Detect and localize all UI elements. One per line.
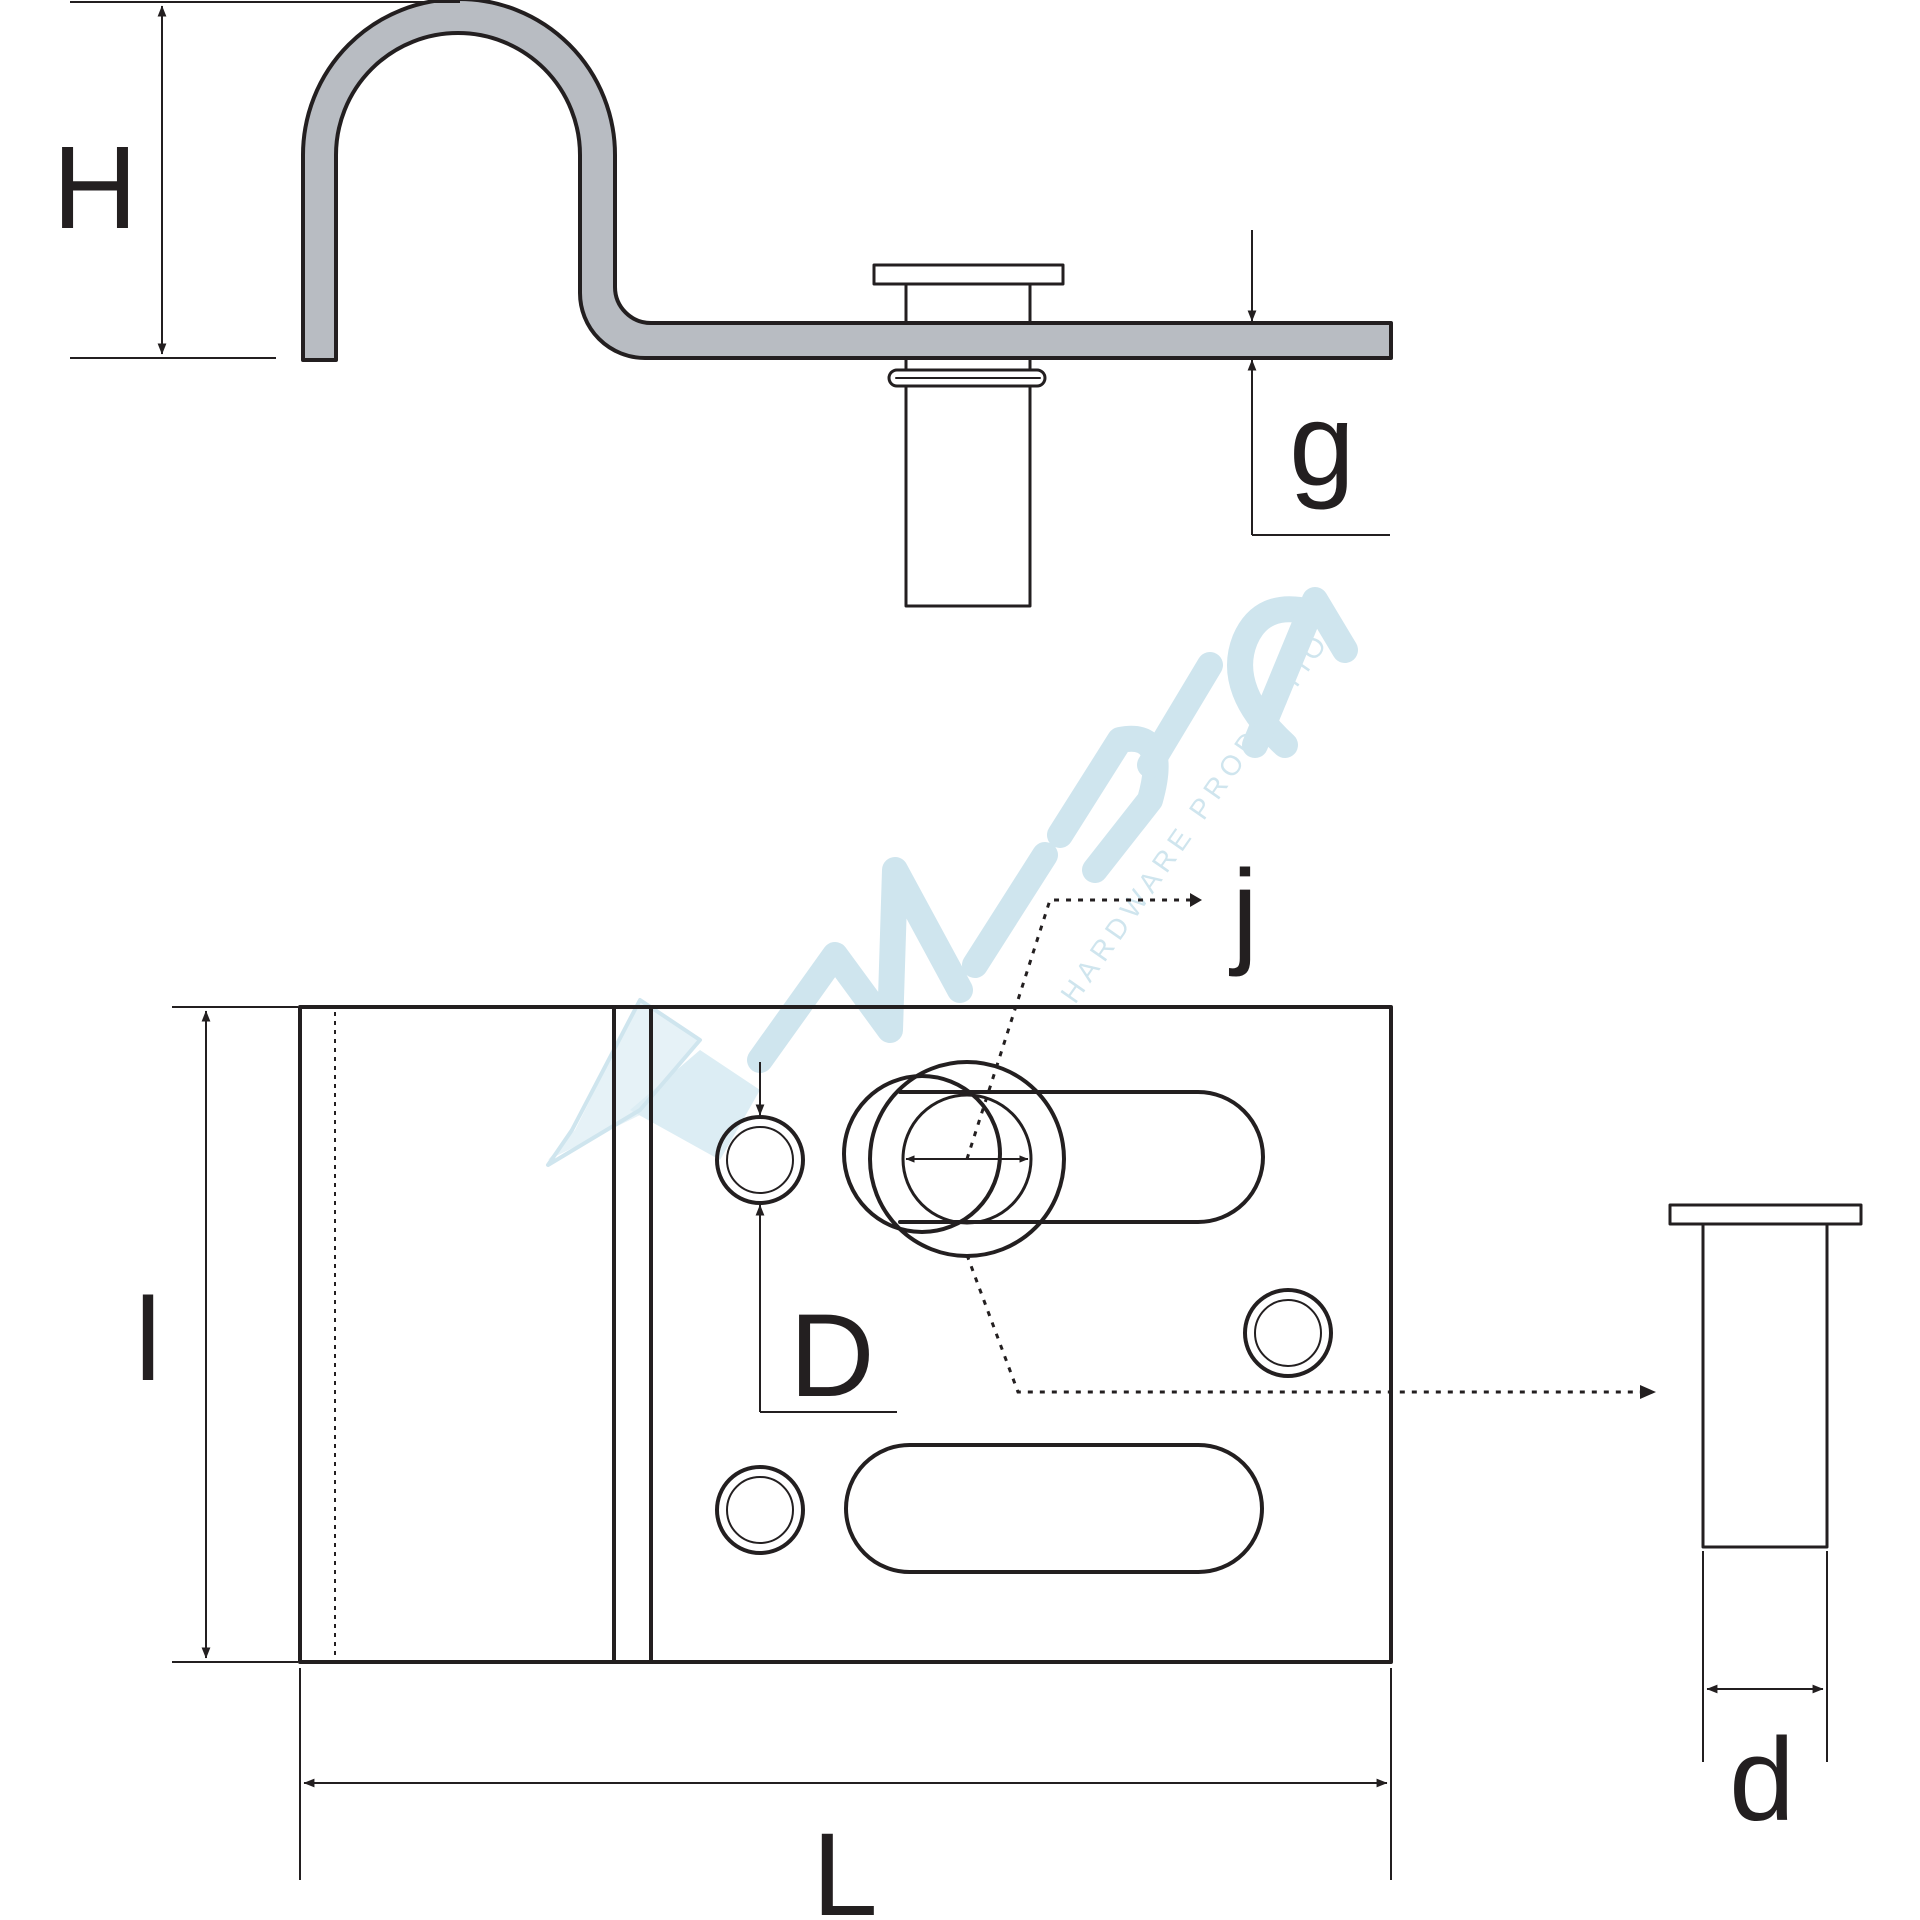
pin-diameter-dimension: d <box>1702 1551 1828 1846</box>
hole-upper-left <box>715 1115 805 1205</box>
bent-strap-profile <box>301 0 1393 362</box>
pin-detail-leader <box>965 1254 1656 1399</box>
side-view: H g <box>52 0 1393 608</box>
label-j: j <box>1229 846 1258 978</box>
label-l: l <box>135 1274 161 1406</box>
length-dimension: L <box>299 1668 1392 1920</box>
pin-diameter-leader: j <box>965 846 1258 1160</box>
width-dimension: l <box>135 1006 298 1663</box>
label-L: L <box>812 1809 878 1920</box>
watermark-brand <box>747 587 1358 1073</box>
label-H: H <box>52 122 137 254</box>
front-view: D j l L <box>135 846 1656 1920</box>
plate-outline <box>298 1005 1393 1664</box>
hole-lower-left <box>715 1465 805 1555</box>
hole-right <box>1243 1288 1333 1378</box>
upper-slot <box>898 1090 1265 1224</box>
pin-side-view <box>872 263 1065 608</box>
thickness-dimension: g <box>1247 230 1390 536</box>
pin-detail-view: d <box>1668 1203 1863 1846</box>
label-d: d <box>1729 1714 1795 1846</box>
label-D: D <box>789 1290 874 1422</box>
watermark-logo-mark <box>546 998 760 1167</box>
hole-diameter-dimension: D <box>755 1062 897 1422</box>
label-g: g <box>1289 379 1355 511</box>
height-dimension: H <box>52 1 460 359</box>
lower-slot <box>844 1443 1264 1574</box>
